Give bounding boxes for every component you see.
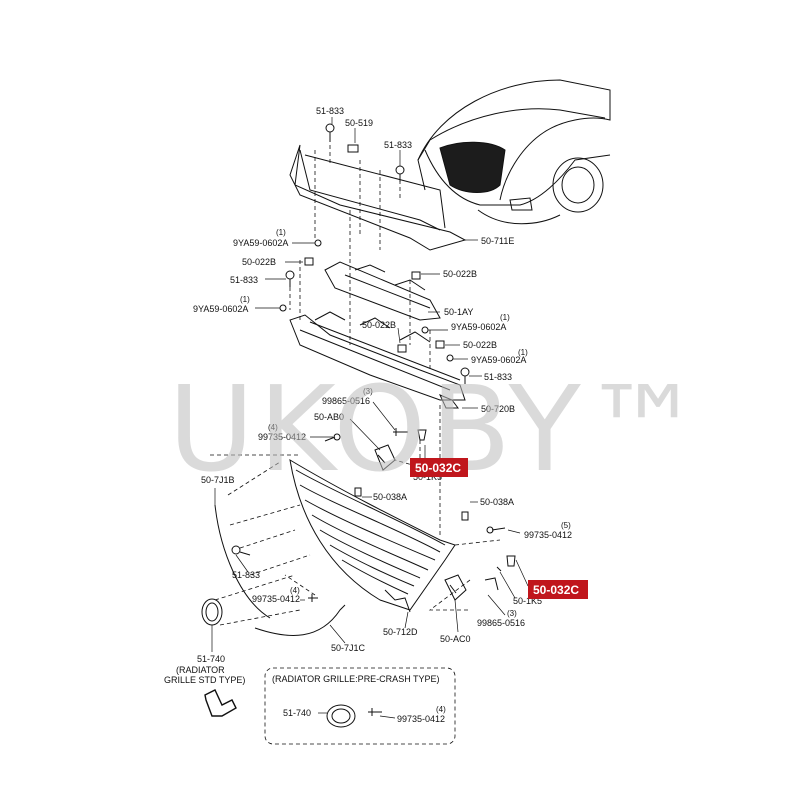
- callout-label: 50-022B: [463, 340, 497, 350]
- callout-label: 51-833: [384, 140, 412, 150]
- std-type-note-line1: (RADIATOR: [176, 665, 225, 675]
- watermark: UKOBY™: [168, 360, 707, 498]
- assembly-dashed-lines: [210, 145, 501, 626]
- callout-label: 50-712D: [383, 627, 418, 637]
- grille-molding-lower: [254, 604, 346, 636]
- part-badge-1: 50-032C: [410, 458, 468, 477]
- callout-label: 50-7J1B: [201, 475, 235, 485]
- callout-qty: (4): [268, 423, 278, 432]
- callout-qty: (1): [500, 313, 510, 322]
- callout-label: 9YA59-0602A: [451, 322, 506, 332]
- part-badge-label: 50-032C: [533, 583, 579, 597]
- precrash-type-title: (RADIATOR GRILLE:PRE-CRASH TYPE): [272, 674, 440, 684]
- callout-label: 9YA59-0602A: [471, 355, 526, 365]
- callout-qty: (3): [363, 387, 373, 396]
- callout-label: 99735-0412: [524, 530, 572, 540]
- callout-label: 50-7J1C: [331, 643, 366, 653]
- callout-label: 50-022B: [443, 269, 477, 279]
- callout-label: 99865-0516: [322, 396, 370, 406]
- part-badge-label: 50-032C: [415, 461, 461, 475]
- direction-arrow-icon: [204, 689, 237, 717]
- callout-label: 50-720B: [481, 404, 515, 414]
- callout-label: 99735-0412: [252, 594, 300, 604]
- callout-label: 51-833: [232, 570, 260, 580]
- callout-label: 50-038A: [480, 497, 514, 507]
- callout-label: 50-022B: [242, 257, 276, 267]
- bracket-right: [444, 574, 467, 601]
- callout-qty: (1): [240, 295, 250, 304]
- precrash-type-box: (RADIATOR GRILLE:PRE-CRASH TYPE) 51-740 …: [264, 667, 456, 745]
- callout-qty: (3): [507, 609, 517, 618]
- std-type-note-line2: GRILLE STD TYPE): [164, 675, 245, 685]
- callout-label: 51-833: [484, 372, 512, 382]
- car-inset-illustration: [417, 79, 611, 225]
- upper-grille-cover: [289, 144, 467, 251]
- callout-label: 99735-0412: [258, 432, 306, 442]
- leader-lines: [211, 117, 529, 652]
- grille-bracket: [289, 311, 466, 409]
- callout-label: 50-022B: [362, 320, 396, 330]
- callout-label: 99865-0516: [477, 618, 525, 628]
- grille-molding-left: [214, 504, 271, 619]
- callout-qty: (4): [436, 705, 446, 714]
- emblem-std: [201, 598, 223, 626]
- callout-label: 50-038A: [373, 492, 407, 502]
- callout-qty: (5): [561, 521, 571, 530]
- callout-label: 51-740: [197, 654, 225, 664]
- callout-label: 99735-0412: [397, 714, 445, 724]
- seal-panel: [324, 261, 441, 321]
- callout-label: 50-AC0: [440, 634, 471, 644]
- callout-qty: (1): [518, 348, 528, 357]
- callout-qty: (4): [290, 586, 300, 595]
- callout-qty: (1): [276, 228, 286, 237]
- callout-label: 50-1AY: [444, 307, 473, 317]
- callout-label: 50-1K5: [513, 596, 542, 606]
- callout-label: 9YA59-0602A: [233, 238, 288, 248]
- callout-label: 51-740: [283, 708, 311, 718]
- callout-label: 9YA59-0602A: [193, 304, 248, 314]
- callout-label: 50-AB0: [314, 412, 344, 422]
- callout-label: 50-519: [345, 118, 373, 128]
- main-grille: [289, 459, 456, 613]
- callout-label: 51-833: [230, 275, 258, 285]
- part-badge-2: 50-032C: [528, 580, 588, 599]
- callout-label: 51-833: [316, 106, 344, 116]
- callout-label: 50-711E: [481, 236, 514, 246]
